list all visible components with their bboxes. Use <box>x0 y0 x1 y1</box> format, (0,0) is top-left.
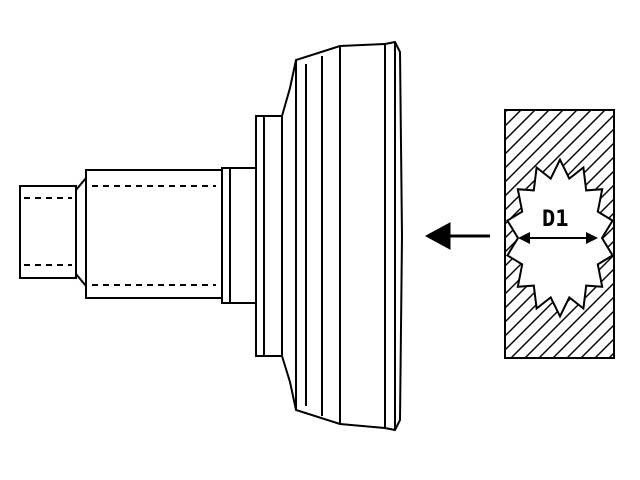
hatch-line <box>505 110 550 358</box>
hatch-line <box>524 110 614 358</box>
spline-bore-outline <box>506 157 614 319</box>
hatch-line <box>505 110 614 358</box>
housing-collar <box>255 115 283 357</box>
hatch-line <box>505 110 592 358</box>
shaft-neck <box>221 167 257 304</box>
housing-rim <box>384 40 404 432</box>
hatch-line <box>505 110 578 358</box>
cv-joint-body <box>19 40 404 432</box>
hatch-line <box>594 110 614 358</box>
hatch-line <box>505 110 606 358</box>
hatch-line <box>505 110 614 358</box>
direction-arrow <box>424 222 490 250</box>
d1-dimension: D1 <box>518 207 598 244</box>
hatch-line <box>510 110 614 358</box>
hatch-line <box>566 110 614 358</box>
hatch-line <box>623 110 640 358</box>
hatch-line <box>538 110 614 358</box>
section-outline <box>504 109 615 359</box>
bell-housing <box>281 42 386 430</box>
hatch-line <box>552 110 614 358</box>
splined-shaft <box>85 169 223 299</box>
hatch-line <box>505 110 614 358</box>
d1-label: D1 <box>542 207 569 232</box>
hatch-line <box>505 110 614 358</box>
shaft-end-stub <box>19 185 77 279</box>
hatch-line <box>505 110 564 358</box>
